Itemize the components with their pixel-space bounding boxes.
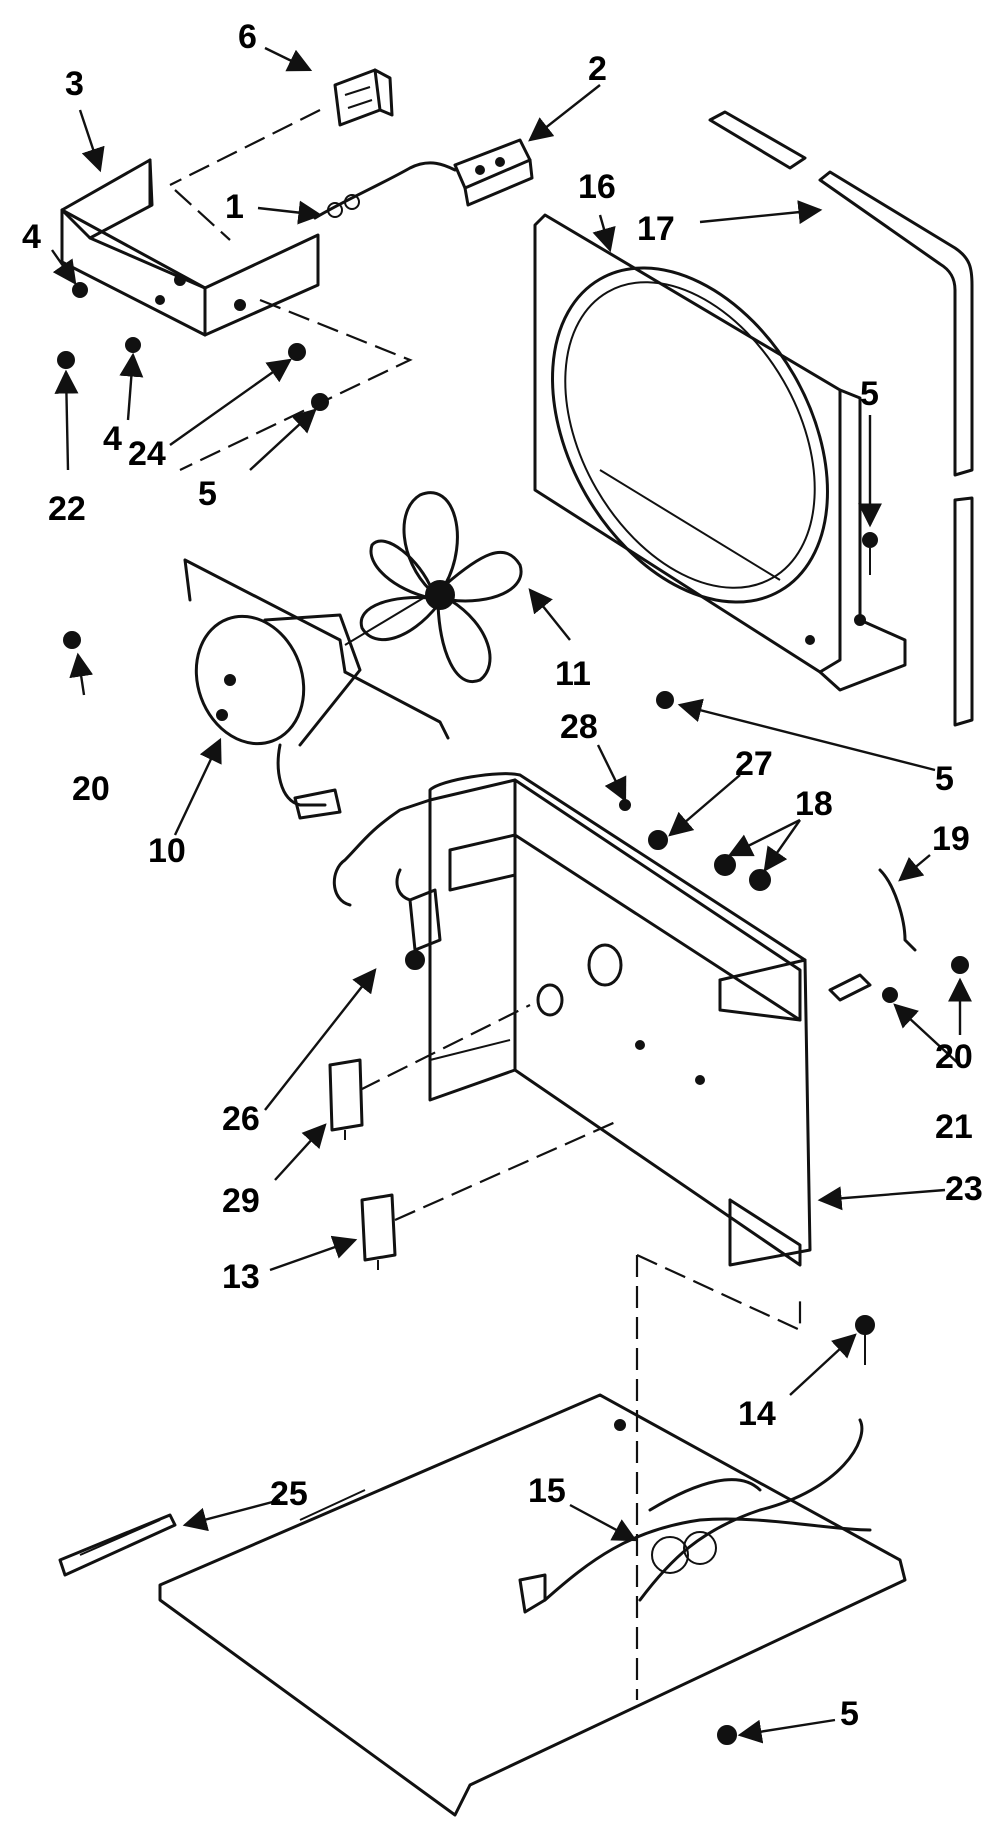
callout-28: 28: [560, 708, 598, 746]
control-bracket-part: [60, 158, 320, 337]
callout-1: 1: [225, 188, 244, 226]
wire-harness-part: [313, 161, 457, 220]
thermostat-part: [395, 868, 442, 970]
fan-blade-part: [359, 491, 523, 684]
screws-left: [57, 282, 329, 411]
callout-15: 15: [528, 1472, 566, 1510]
power-cord-part: [518, 1418, 872, 1614]
callout-26: 26: [222, 1100, 260, 1138]
seal-strip-part: [708, 110, 974, 727]
fan-shroud-part: [533, 213, 907, 692]
callout-10: 10: [148, 832, 186, 870]
callout-29: 29: [222, 1182, 260, 1220]
callout-2: 2: [588, 50, 607, 88]
callout-27: 27: [735, 745, 773, 783]
callout-23: 23: [945, 1170, 983, 1208]
callout-4-lower: 4: [103, 420, 122, 458]
callout-25: 25: [270, 1475, 308, 1513]
callout-17: 17: [637, 210, 675, 248]
fan-motor-part: [183, 558, 450, 820]
callout-5-middle-right: 5: [935, 760, 954, 798]
callout-19: 19: [932, 820, 970, 858]
callout-14: 14: [738, 1395, 776, 1433]
base-plate-part: [158, 1393, 907, 1817]
callout-16: 16: [578, 168, 616, 206]
callout-5-upper-right: 5: [860, 375, 879, 413]
callout-18: 18: [795, 785, 833, 823]
callout-24: 24: [128, 435, 166, 473]
callout-20-right: 20: [935, 1038, 973, 1076]
base-bracket-part: [332, 772, 812, 1267]
clip-part: [828, 868, 969, 1003]
terminal-block-part: [453, 138, 534, 207]
relay-part: [333, 68, 394, 127]
callout-3: 3: [65, 65, 84, 103]
callout-20-left: 20: [72, 770, 110, 808]
callout-21: 21: [935, 1108, 973, 1146]
callout-4-upper: 4: [22, 218, 41, 256]
callout-22: 22: [48, 490, 86, 528]
callout-13: 13: [222, 1258, 260, 1296]
callout-11: 11: [555, 655, 591, 693]
callout-5-upper-left: 5: [198, 475, 217, 513]
capacitor-parts: [328, 1058, 397, 1270]
callout-6: 6: [238, 18, 257, 56]
callout-5-bottom: 5: [840, 1695, 859, 1733]
leveling-screw-part: [58, 1513, 177, 1577]
